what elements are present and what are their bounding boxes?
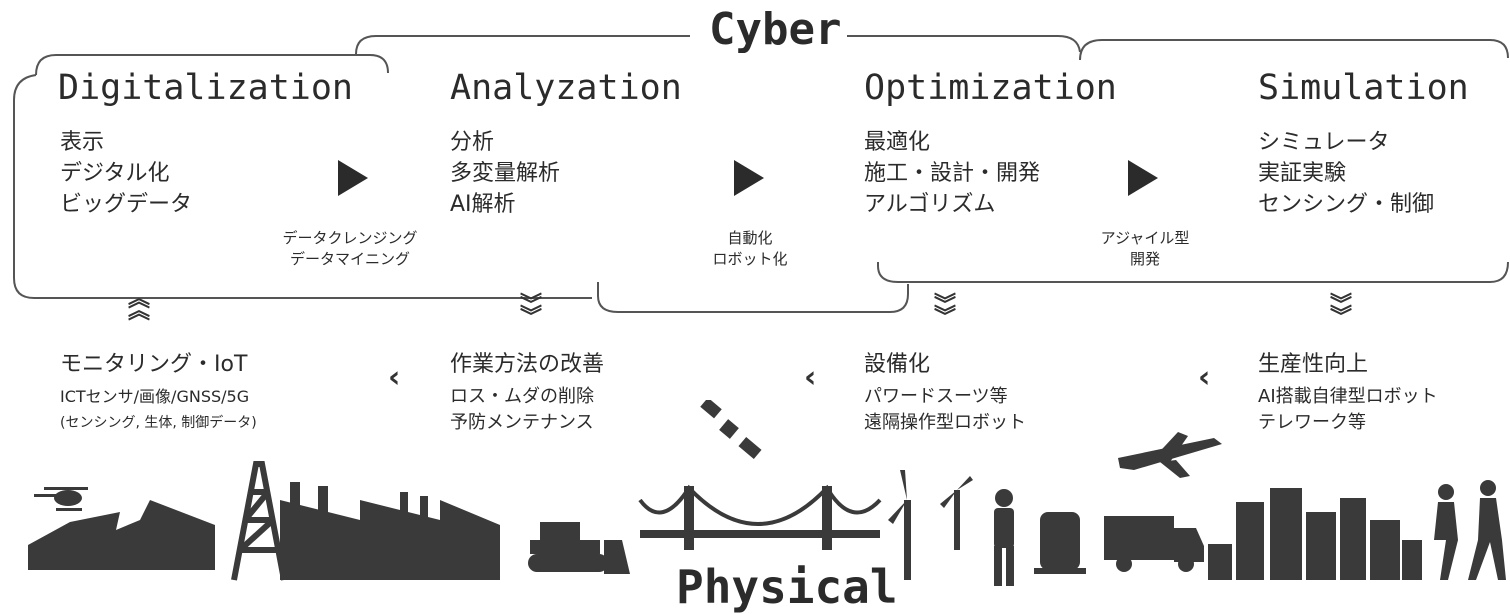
- worker-icon: [994, 489, 1014, 586]
- frame-cyber-top: [355, 35, 1081, 55]
- helicopter-icon: [34, 487, 88, 511]
- note-line: データクレンジング: [282, 229, 418, 247]
- stage-line: デジタル化: [60, 161, 170, 186]
- chevron-down-double-icon: ︾︾: [933, 293, 956, 330]
- physical-heading-monitoring: モニタリング・IoT: [60, 352, 248, 377]
- frame-right-bottom: [877, 261, 1509, 283]
- physical-body-monitoring: ICTセンサ/画像/GNSS/5G (センシング, 生体, 制御データ): [60, 384, 257, 436]
- stage-line: 実証実験: [1258, 161, 1347, 186]
- physical-line: ロス・ムダの削除: [450, 386, 594, 407]
- stage-line: ビッグデータ: [60, 192, 193, 217]
- play-arrow-icon: [338, 160, 368, 196]
- physical-title: Physical: [672, 560, 902, 614]
- stage-body-simulation: シミュレータ 実証実験 センシング・制御: [1258, 127, 1434, 220]
- stage-title-analyzation: Analyzation: [450, 68, 682, 108]
- physical-line: 予防メンテナンス: [450, 412, 594, 433]
- chevron-left-icon: ‹: [388, 360, 401, 395]
- stage-line: 表示: [60, 130, 105, 155]
- stage-title-simulation: Simulation: [1258, 68, 1469, 108]
- stage-body-digitalization: 表示 デジタル化 ビッグデータ: [60, 127, 192, 220]
- frame-right-top: [1079, 39, 1509, 61]
- physical-line: 遠隔操作型ロボット: [864, 412, 1026, 433]
- physical-body-improvement: ロス・ムダの削除 予防メンテナンス: [450, 384, 594, 436]
- note-line: 自動化: [727, 229, 773, 247]
- frame-left: [35, 54, 389, 76]
- physical-heading-equipment: 設備化: [864, 352, 931, 377]
- wind-turbine-icon: [888, 470, 973, 580]
- pedestrians-icon: [1434, 480, 1506, 580]
- chevron-down-double-icon: ︾︾: [1329, 293, 1352, 330]
- mountain-road-icon: [28, 500, 215, 570]
- physical-heading-improvement: 作業方法の改善: [450, 352, 605, 377]
- note-line: ロボット化: [712, 250, 788, 268]
- physical-line: テレワーク等: [1258, 412, 1366, 433]
- stage-line: シミュレータ: [1258, 130, 1390, 155]
- stage-line: AI解析: [450, 192, 516, 217]
- note-line: データマイニング: [289, 250, 410, 268]
- oil-derrick-icon: [231, 461, 287, 581]
- chevron-down-double-icon: ︾︾: [519, 293, 542, 330]
- transition-note-2: 自動化 ロボット化: [690, 228, 810, 270]
- cyber-title: Cyber: [703, 4, 848, 55]
- suspension-bridge-icon: [638, 484, 882, 550]
- transition-note-3: アジャイル型 開発: [1080, 228, 1210, 270]
- truck-icon: [1104, 516, 1204, 572]
- stage-title-digitalization: Digitalization: [58, 68, 354, 108]
- frame-mid-bottom: [597, 282, 909, 313]
- stage-body-optimization: 最適化 施工・設計・開発 アルゴリズム: [864, 127, 1040, 220]
- chevron-left-icon: ‹: [804, 360, 817, 395]
- physical-line: ICTセンサ/画像/GNSS/5G: [60, 387, 250, 406]
- physical-world-illustration: [28, 400, 1506, 586]
- note-line: アジャイル型: [1100, 229, 1190, 247]
- transition-note-1: データクレンジング データマイニング: [270, 228, 430, 270]
- stage-line: 最適化: [864, 130, 931, 155]
- train-icon: [1034, 512, 1086, 574]
- bulldozer-icon: [528, 522, 630, 574]
- chevron-left-icon: ‹: [1198, 360, 1211, 395]
- physical-body-productivity: AI搭載自律型ロボット テレワーク等: [1258, 384, 1438, 436]
- satellite-icon: [700, 400, 762, 460]
- city-skyline-icon: [1208, 488, 1422, 580]
- stage-line: 分析: [450, 130, 495, 155]
- physical-body-equipment: パワードスーツ等 遠隔操作型ロボット: [864, 384, 1026, 436]
- chevron-up-double-icon: ︽︽: [127, 287, 150, 324]
- airplane-icon: [1118, 432, 1222, 478]
- stage-line: 多変量解析: [450, 161, 561, 186]
- stage-line: アルゴリズム: [864, 192, 996, 217]
- play-arrow-icon: [734, 160, 764, 196]
- physical-heading-productivity: 生産性向上: [1258, 352, 1369, 377]
- physical-line: AI搭載自律型ロボット: [1258, 386, 1438, 407]
- physical-line: (センシング, 生体, 制御データ): [60, 415, 257, 431]
- stage-line: センシング・制御: [1258, 192, 1435, 217]
- frame-left-side: [13, 74, 592, 299]
- physical-line: パワードスーツ等: [864, 386, 1008, 407]
- stage-body-analyzation: 分析 多変量解析 AI解析: [450, 127, 560, 220]
- play-arrow-icon: [1128, 160, 1158, 196]
- factory-icon: [280, 482, 500, 580]
- stage-line: 施工・設計・開発: [864, 161, 1041, 186]
- note-line: 開発: [1129, 250, 1160, 268]
- stage-title-optimization: Optimization: [864, 68, 1117, 108]
